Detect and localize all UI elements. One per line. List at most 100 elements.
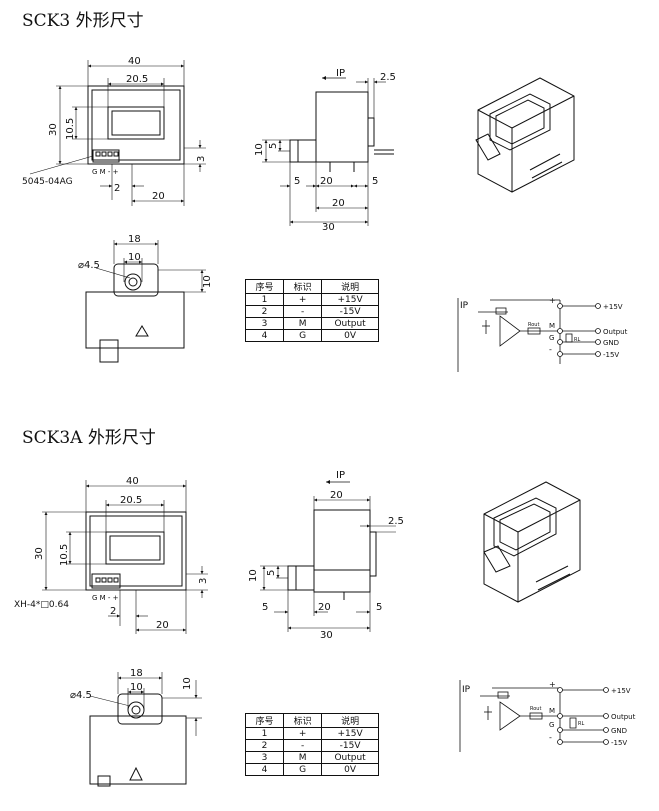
table-cell: 4	[244, 763, 285, 776]
dim-2-5-a: 2.5	[388, 516, 404, 527]
table-cell: G	[283, 329, 323, 342]
circuit-out-plus15: +15V	[603, 303, 623, 311]
dim-3: 3	[196, 156, 207, 162]
front-view-sck3	[29, 60, 206, 206]
top-view-sck3a	[89, 672, 202, 787]
section-title-sck3: SCK3 外形尺寸	[22, 11, 144, 31]
circuit-sck3a	[459, 680, 609, 752]
circuit-out-output: Output	[603, 328, 628, 336]
iso-view-sck3a	[483, 481, 581, 603]
side-view-sck3	[262, 76, 394, 226]
circuit-out-gnd: GND	[603, 339, 619, 347]
table-cell: 0V	[321, 329, 379, 342]
dim-30-side-a: 30	[320, 630, 333, 641]
table-cell: 1	[244, 727, 285, 740]
connector-label-a: XH-4*□0.64	[14, 600, 69, 610]
top-view-sck3	[85, 240, 206, 363]
table-row: 2--15V	[244, 739, 379, 752]
dim-5b-side: 5	[294, 176, 300, 187]
dim-2-5: 2.5	[380, 72, 396, 83]
table-cell: Output	[321, 317, 379, 330]
circuit-out-plus15-a: +15V	[611, 687, 631, 695]
dim-10-side-a: 10	[248, 569, 259, 582]
table-header: 序号	[244, 713, 285, 728]
dim-18-a: 18	[130, 668, 143, 679]
dim-20b-side-a: 20	[318, 602, 331, 613]
circuit-minus-a: -	[549, 733, 552, 742]
table-cell: M	[283, 751, 323, 764]
table-cell: +15V	[321, 293, 379, 306]
dim-5c-side-a: 5	[376, 602, 382, 613]
dim-2-a: 2	[110, 606, 116, 617]
dim-20b-side: 20	[332, 198, 345, 209]
table-cell: 0V	[321, 763, 379, 776]
dim-10-5: 10.5	[65, 118, 76, 140]
table-cell: 4	[244, 329, 285, 342]
dim-2: 2	[114, 183, 120, 194]
dim-30: 30	[48, 123, 59, 136]
circuit-ip-a: IP	[462, 685, 471, 695]
dim-3-a: 3	[198, 578, 209, 584]
circuit-rl-a: RL	[578, 721, 584, 727]
dim-20-side: 20	[320, 176, 333, 187]
table-cell: -15V	[321, 739, 379, 752]
circuit-plus-a: +	[549, 680, 556, 689]
table-header: 说明	[321, 713, 379, 728]
table-header: 序号	[244, 279, 285, 294]
circuit-m: M	[549, 322, 555, 330]
dim-20-a: 20	[156, 620, 169, 631]
table-cell: -	[283, 739, 323, 752]
hole-label-a: ⌀4.5	[70, 690, 92, 701]
circuit-minus: -	[549, 345, 552, 354]
circuit-rout: Rout	[528, 322, 539, 328]
pin-labels: G M - +	[92, 168, 119, 176]
circuit-sck3	[457, 298, 601, 372]
table-row: 1++15V	[244, 727, 379, 740]
dim-5c-side: 5	[372, 176, 378, 187]
table-cell: 2	[244, 739, 285, 752]
table-header: 说明	[321, 279, 379, 294]
table-row: 1++15V	[244, 293, 379, 306]
table-cell: 2	[244, 305, 285, 318]
table-cell: 3	[244, 751, 285, 764]
dim-10v-top: 10	[202, 275, 213, 288]
table-header: 标识	[283, 713, 323, 728]
side-ip-label: IP	[336, 68, 345, 79]
dim-20-5: 20.5	[126, 74, 148, 85]
dim-30-side: 30	[322, 222, 335, 233]
table-cell: 3	[244, 317, 285, 330]
side-view-sck3a	[260, 480, 396, 632]
circuit-plus: +	[549, 296, 556, 305]
circuit-out-output-a: Output	[611, 713, 636, 721]
circuit-out-minus15-a: -15V	[611, 739, 627, 747]
table-header: 标识	[283, 279, 323, 294]
table-cell: -15V	[321, 305, 379, 318]
connector-label: 5045-04AG	[22, 177, 73, 187]
iso-view-sck3	[475, 77, 575, 193]
dim-10v-top-a: 10	[182, 677, 193, 690]
section-title-sck3a: SCK3A 外形尺寸	[22, 428, 156, 448]
front-view-sck3a	[42, 480, 208, 634]
dim-30-a: 30	[34, 547, 45, 560]
dim-5b-side-a: 5	[262, 602, 268, 613]
table-cell: M	[283, 317, 323, 330]
table-cell: 1	[244, 293, 285, 306]
table-row: 2--15V	[244, 305, 379, 318]
dim-40: 40	[128, 56, 141, 67]
dim-10-top: 10	[128, 252, 141, 263]
table-cell: +	[283, 727, 323, 740]
circuit-rout-a: Rout	[530, 706, 541, 712]
circuit-ip: IP	[460, 301, 469, 311]
circuit-m-a: M	[549, 707, 555, 715]
table-cell: Output	[321, 751, 379, 764]
dim-20-5-a: 20.5	[120, 495, 142, 506]
dim-5-side: 5	[268, 143, 279, 149]
table-cell: +	[283, 293, 323, 306]
dim-20: 20	[152, 191, 165, 202]
